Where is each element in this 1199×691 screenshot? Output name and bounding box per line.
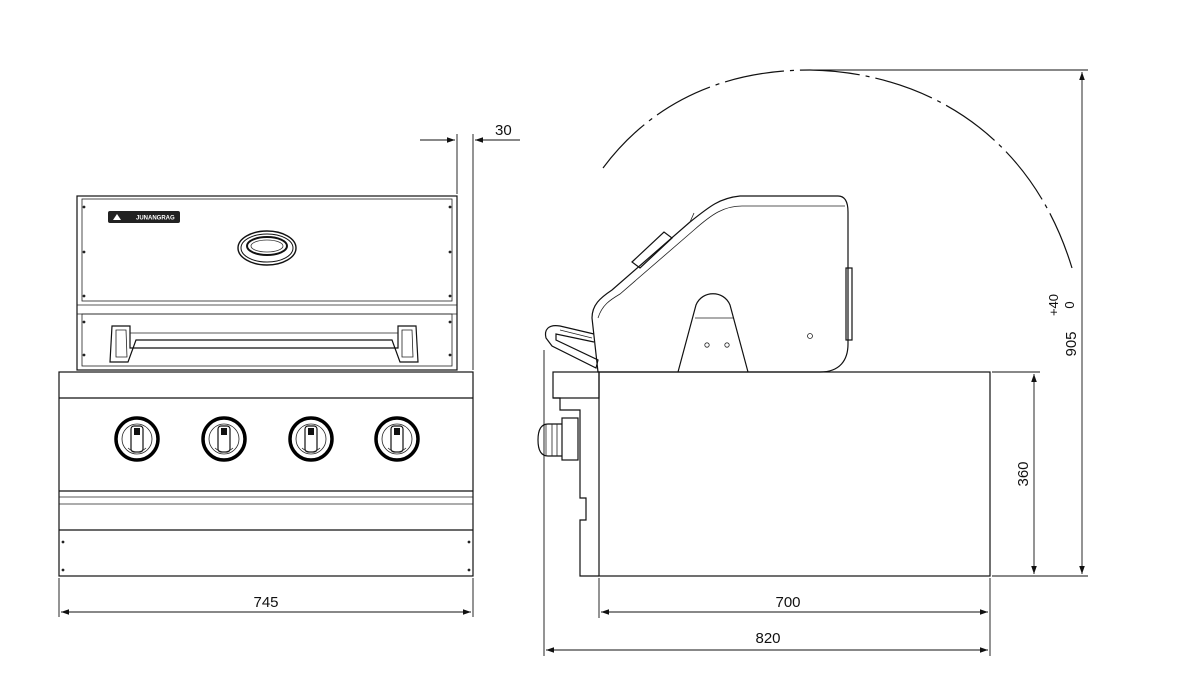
brand-badge: JUNANGRAG [108,211,180,223]
dimension-front-width: 745 [58,578,474,617]
dimension-tolerance-plus: +40 [1046,294,1061,316]
brand-badge-text: JUNANGRAG [136,216,175,222]
front-base [58,371,474,577]
knob-1 [114,416,160,462]
dimension-side-depth-total: 820 [543,350,988,656]
front-lid-handle [109,325,419,363]
dimension-open-height-label: 905 [1063,331,1080,356]
lid-opening-arc [602,69,1073,269]
dimension-open-height: 905 +40 0 [810,69,1088,574]
dimension-side-depth-body-label: 700 [775,594,800,611]
knob-2 [201,416,247,462]
dimension-side-depth-total-label: 820 [755,630,780,647]
knob-3 [288,416,334,462]
dimension-front-width-label: 745 [253,594,278,611]
dimension-side-depth-body: 700 [598,578,991,656]
dimension-lid-overhang-label: 30 [495,122,512,139]
thermometer-icon [237,230,297,266]
front-view: JUNANGRAG [58,122,520,617]
side-lid [544,195,853,373]
dimension-lid-overhang: 30 [420,122,520,370]
dimension-body-height-label: 360 [1015,461,1032,486]
dimension-body-height: 360 [992,371,1088,577]
front-lid: JUNANGRAG [76,195,458,371]
knob-4 [374,416,420,462]
side-view: 700 820 360 905 +40 0 [537,69,1088,656]
side-base [537,371,991,577]
dimension-tolerance-minus: 0 [1062,301,1077,308]
